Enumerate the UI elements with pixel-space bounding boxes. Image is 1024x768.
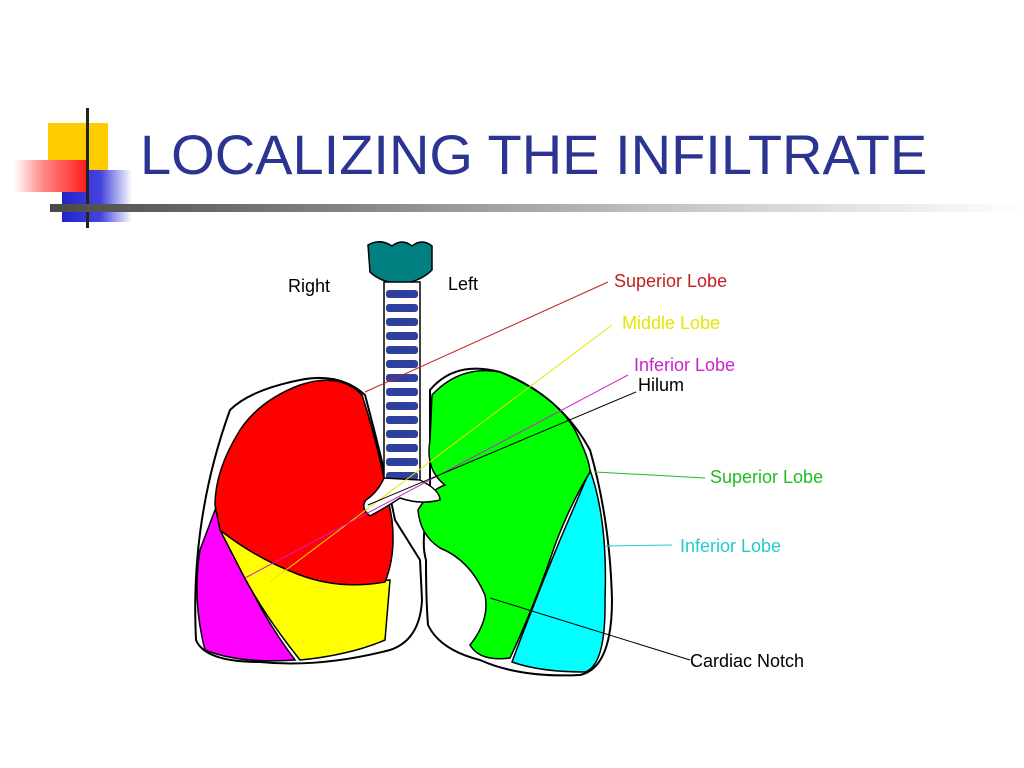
label-left: Left — [448, 274, 478, 294]
label-right: Right — [288, 276, 330, 296]
trachea-top — [367, 241, 433, 285]
deco-red-square — [14, 160, 86, 192]
left-superior-lobe — [417, 369, 591, 660]
left-inferior-lobe — [511, 467, 607, 673]
label-hilum: Hilum — [638, 375, 684, 395]
label-right-inferior-lobe: Inferior Lobe — [634, 355, 735, 375]
title-underline — [50, 204, 1024, 212]
trachea-rings — [386, 290, 418, 480]
label-right-middle-lobe: Middle Lobe — [622, 313, 720, 333]
label-right-superior-lobe: Superior Lobe — [614, 271, 727, 291]
right-superior-lobe — [214, 379, 394, 586]
deco-vertical-line — [86, 108, 89, 228]
label-cardiac-notch: Cardiac Notch — [690, 651, 804, 671]
label-left-inferior-lobe: Inferior Lobe — [680, 536, 781, 556]
pointer-lines — [244, 281, 706, 661]
label-left-superior-lobe: Superior Lobe — [710, 467, 823, 487]
slide-title: LOCALIZING THE INFILTRATE — [140, 123, 928, 186]
bronchi — [363, 477, 441, 517]
trachea-body — [383, 281, 421, 488]
